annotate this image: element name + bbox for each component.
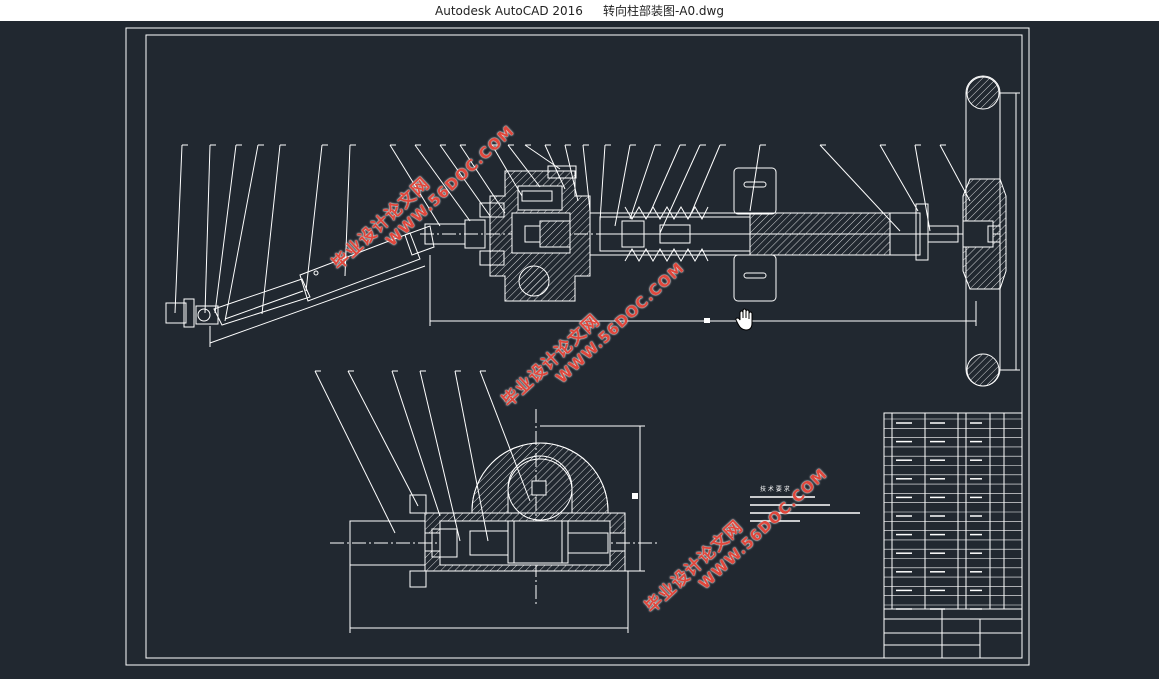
- sheet-outer-border: [125, 27, 1030, 666]
- pan-hand-icon: [735, 308, 753, 331]
- part-leaders-top: [174, 144, 971, 322]
- bom-rows: [884, 418, 1022, 610]
- part-leaders-bottom: [314, 370, 531, 542]
- title-block: [883, 412, 1023, 659]
- window-titlebar: Autodesk AutoCAD 2016 转向柱部装图-A0.dwg: [0, 0, 1159, 21]
- sheet-inner-border: [145, 34, 1023, 659]
- app-title: Autodesk AutoCAD 2016: [435, 3, 583, 18]
- cad-drawing: 技 术 要 求: [125, 27, 1030, 666]
- tech-requirements-title: 技 术 要 求: [760, 485, 790, 493]
- document-title: 转向柱部装图-A0.dwg: [602, 4, 724, 18]
- gear-box-section-view: [330, 409, 660, 633]
- drawing-canvas[interactable]: 技 术 要 求: [0, 21, 1159, 679]
- steering-column-main-view: [165, 75, 1020, 387]
- technical-requirements: 技 术 要 求: [750, 485, 860, 522]
